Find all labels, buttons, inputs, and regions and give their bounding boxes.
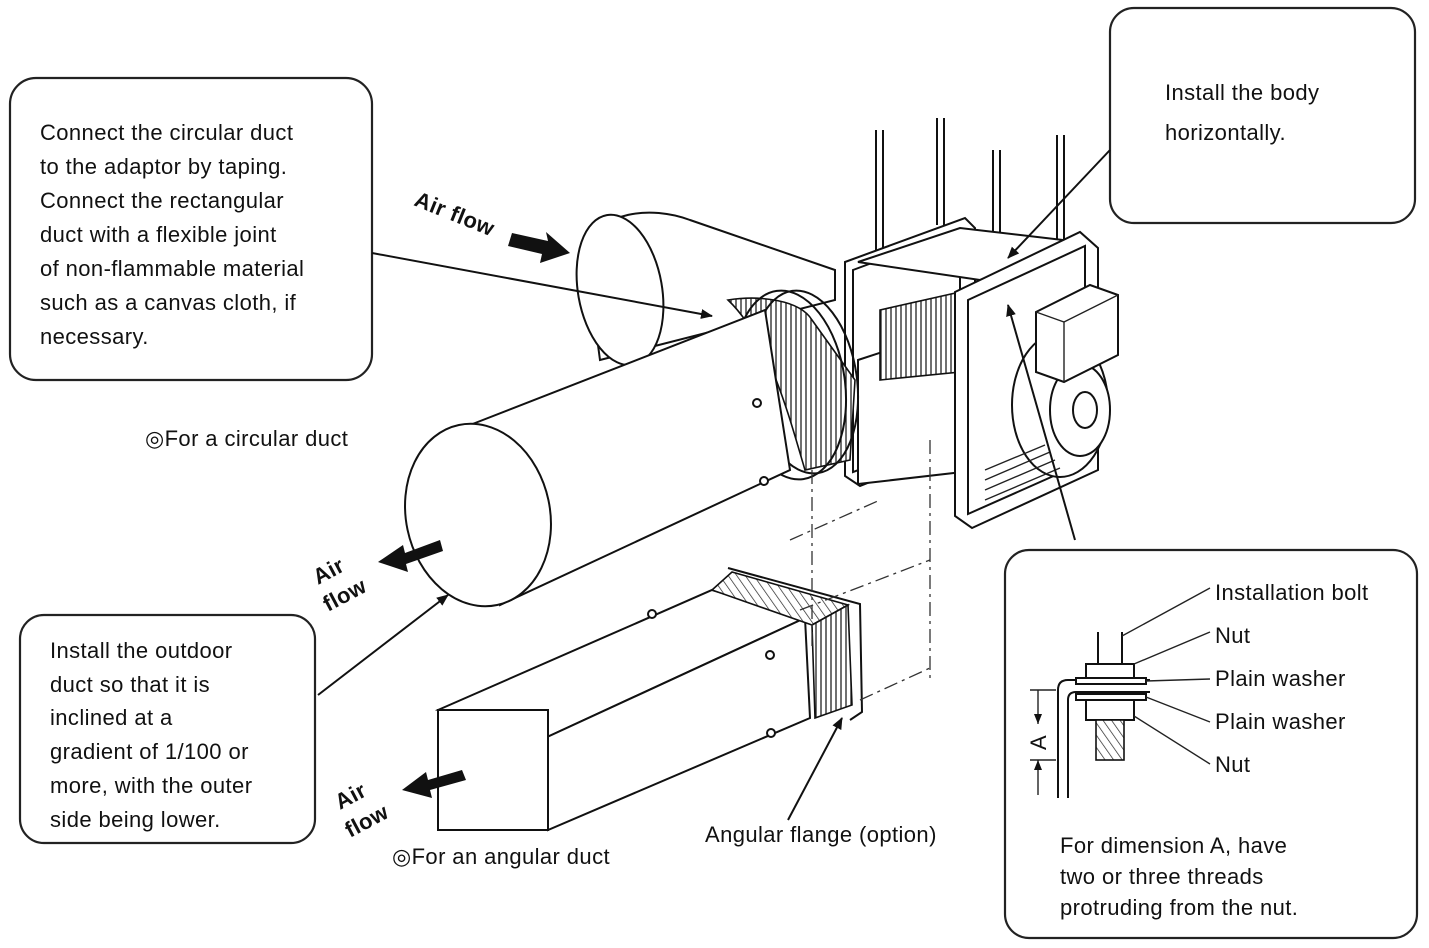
svg-text:more, with the outer: more, with the outer	[50, 773, 252, 798]
svg-text:Air flow: Air flow	[411, 186, 499, 241]
callout-line: side being lower.	[50, 807, 221, 832]
svg-text:Install the outdoor: Install the outdoor	[50, 638, 233, 663]
callout-outdoor-duct: Install the outdoor duct so that it is i…	[18, 613, 317, 845]
svg-text:Install the body: Install the body	[1165, 80, 1319, 105]
air-flow-arrow-left	[378, 540, 443, 572]
callout-install-body: Install the body horizontally.	[1108, 6, 1417, 225]
callout-line: gradient of 1/100 or	[50, 739, 249, 764]
alignment-lines	[789, 440, 931, 701]
svg-text:◎For an angular duct: ◎For an angular duct	[392, 844, 610, 869]
callout-line: Install the body	[1165, 80, 1319, 105]
callout-line: Connect the circular duct	[40, 120, 293, 145]
angular-duct-label: ◎For an angular duct	[392, 844, 610, 869]
callout-line: necessary.	[40, 324, 149, 349]
detail-note-line: protruding from the nut.	[1060, 895, 1298, 920]
callout-line: duct with a flexible joint	[40, 222, 277, 247]
callout-connect-duct: Connect the circular duct to the adaptor…	[8, 76, 374, 382]
svg-text:For dimension A, have: For dimension A, have	[1060, 833, 1287, 858]
angular-flange-label: Angular flange (option)	[705, 822, 937, 847]
circular-duct-label: ◎For a circular duct	[145, 426, 348, 451]
callout-line: more, with the outer	[50, 773, 252, 798]
svg-text:◎For a circular duct: ◎For a circular duct	[145, 426, 348, 451]
svg-text:Plain washer: Plain washer	[1215, 709, 1346, 734]
callout-line: Connect the rectangular	[40, 188, 284, 213]
svg-text:Connect the rectangular: Connect the rectangular	[40, 188, 284, 213]
svg-text:to the adaptor by taping.: to the adaptor by taping.	[40, 154, 287, 179]
bolt-detail-drawing: A	[1026, 587, 1211, 798]
callout-line: horizontally.	[1165, 120, 1286, 145]
hanger-rods	[875, 118, 1065, 290]
angular-duct	[434, 567, 864, 832]
detail-note-line: two or three threads	[1060, 864, 1264, 889]
svg-text:horizontally.: horizontally.	[1165, 120, 1286, 145]
callout-line: of non-flammable material	[40, 256, 304, 281]
callout-line: duct so that it is	[50, 672, 210, 697]
callout-line: Install the outdoor	[50, 638, 233, 663]
svg-text:protruding from the nut.: protruding from the nut.	[1060, 895, 1298, 920]
detail-note-line: For dimension A, have	[1060, 833, 1287, 858]
callout-line: inclined at a	[50, 705, 173, 730]
callout-line: such as a canvas cloth, if	[40, 290, 297, 315]
svg-text:duct with a flexible joint: duct with a flexible joint	[40, 222, 277, 247]
svg-text:side being lower.: side being lower.	[50, 807, 221, 832]
callout-line: to the adaptor by taping.	[40, 154, 287, 179]
svg-text:Installation bolt: Installation bolt	[1215, 580, 1369, 605]
svg-text:Nut: Nut	[1215, 623, 1250, 648]
leader-lines	[317, 149, 1111, 821]
svg-text:Nut: Nut	[1215, 752, 1250, 777]
nut-bottom-label: Nut	[1215, 752, 1250, 777]
air-flow-arrow-bottom	[402, 770, 466, 798]
fan-body	[844, 216, 1119, 530]
svg-text:necessary.: necessary.	[40, 324, 149, 349]
installation-bolt-label: Installation bolt	[1215, 580, 1369, 605]
svg-text:inclined at a: inclined at a	[50, 705, 173, 730]
svg-text:Connect the circular duct: Connect the circular duct	[40, 120, 293, 145]
svg-text:such as a canvas cloth, if: such as a canvas cloth, if	[40, 290, 297, 315]
svg-text:of non-flammable material: of non-flammable material	[40, 256, 304, 281]
svg-text:A: A	[1026, 735, 1051, 750]
plain-washer-label-1: Plain washer	[1215, 666, 1346, 691]
plain-washer-label-2: Plain washer	[1215, 709, 1346, 734]
svg-text:Plain washer: Plain washer	[1215, 666, 1346, 691]
air-flow-arrow-top	[508, 232, 570, 263]
nut-top-label: Nut	[1215, 623, 1250, 648]
air-flow-label-top: Air flow	[411, 186, 499, 241]
svg-text:duct so that it is: duct so that it is	[50, 672, 210, 697]
svg-text:gradient of 1/100 or: gradient of 1/100 or	[50, 739, 249, 764]
svg-text:Angular flange (option): Angular flange (option)	[705, 822, 937, 847]
svg-text:two or three threads: two or three threads	[1060, 864, 1264, 889]
circular-duct	[404, 211, 860, 608]
detail-box: A Installation bolt Nut Plain washer Pla…	[1003, 548, 1419, 940]
dimension-a-letter: A	[1026, 735, 1051, 750]
